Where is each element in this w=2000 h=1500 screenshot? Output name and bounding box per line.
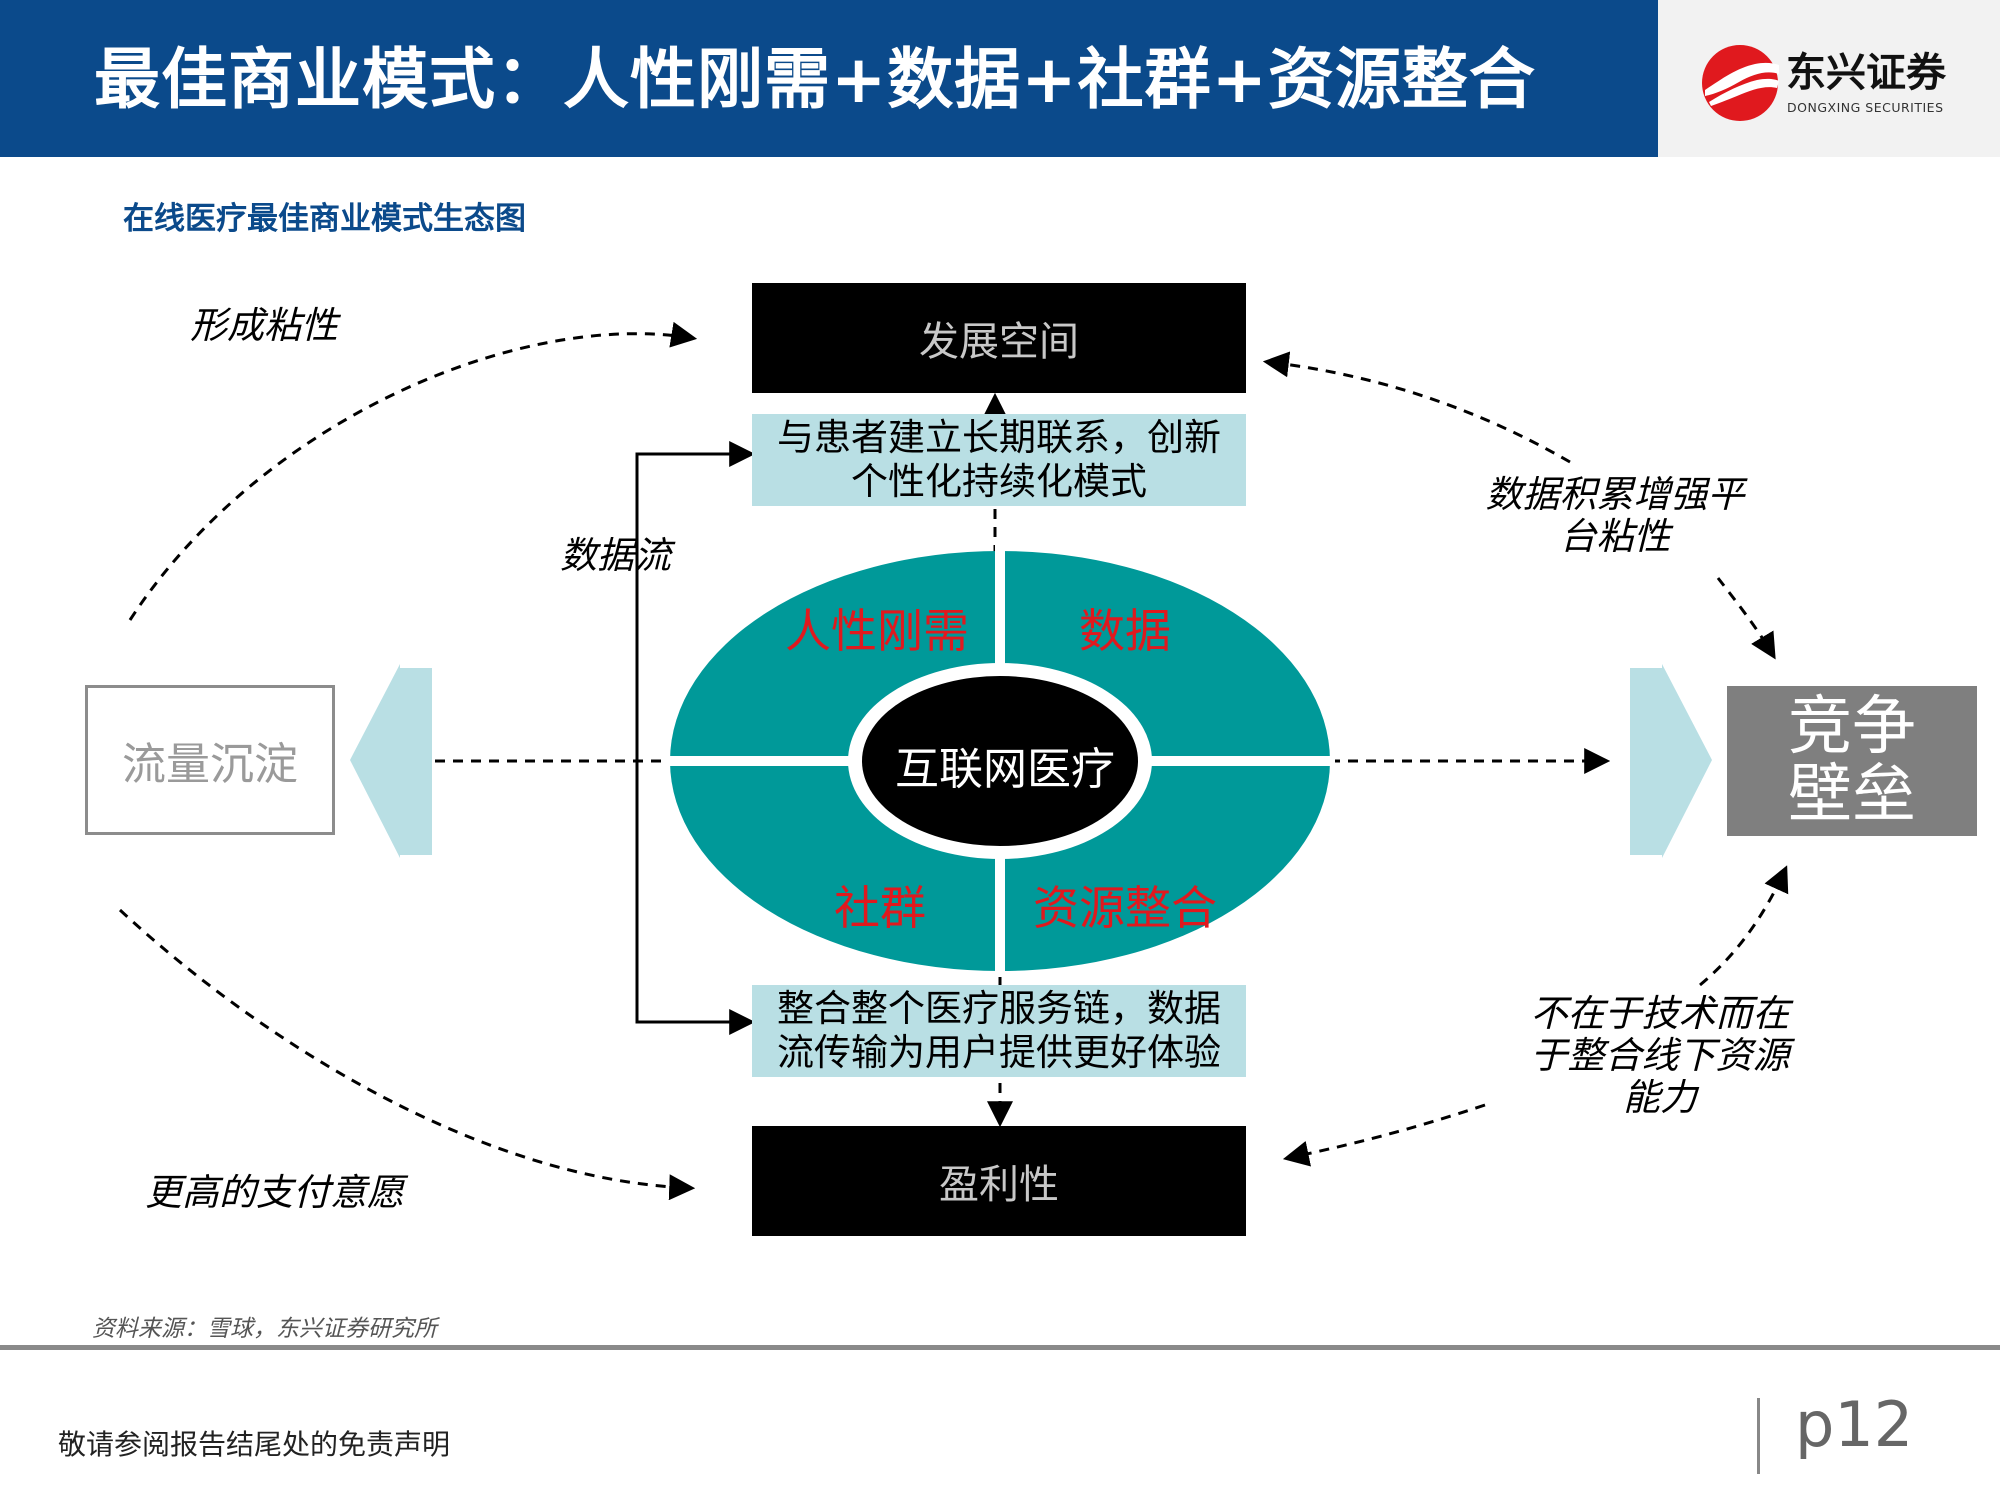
quadrant-resource-integration: 资源整合	[1033, 881, 1217, 935]
source-note: 资料来源：雪球，东兴证券研究所	[92, 1316, 437, 1342]
moat-line-2: 壁垒	[1788, 758, 1916, 832]
top-note-line-2: 个性化持续化模式	[851, 460, 1147, 503]
diagram-subtitle: 在线医疗最佳商业模式生态图	[123, 201, 526, 237]
center-internet-healthcare: 互联网医疗	[895, 744, 1115, 795]
bottom-note-box: 整合整个医疗服务链，数据 流传输为用户提供更好体验	[752, 985, 1246, 1077]
label-offline-integration-line-1: 不在于技术而在	[1530, 992, 1790, 1035]
label-stickiness: 形成粘性	[190, 304, 338, 347]
curve-sticky-arrow	[128, 321, 698, 621]
quadrant-data: 数据	[1079, 604, 1171, 658]
quadrant-human-needs: 人性刚需	[785, 604, 969, 658]
label-data-accumulation-line-1: 数据积累增强平	[1485, 473, 1745, 516]
development-space-box: 发展空间	[752, 283, 1246, 393]
page-title: 最佳商业模式：人性刚需+数据+社群+资源整合	[94, 41, 1536, 118]
page-number: p12	[1795, 1388, 1914, 1461]
disclaimer-text: 敬请参阅报告结尾处的免责声明	[58, 1428, 451, 1461]
data-flow-bracket	[635, 452, 752, 1024]
bottom-note-line-1: 整合整个医疗服务链，数据	[777, 987, 1221, 1030]
label-data-accumulation-line-2: 台粘性	[1559, 515, 1671, 558]
header-bar	[0, 0, 1658, 157]
right-block-arrow	[1630, 664, 1712, 858]
logo-name-cn: 东兴证券	[1786, 50, 1946, 96]
label-willingness-to-pay: 更高的支付意愿	[145, 1171, 404, 1214]
footer-divider	[0, 1345, 2000, 1350]
top-note-box: 与患者建立长期联系，创新 个性化持续化模式	[752, 414, 1246, 506]
label-offline-integration-line-3: 能力	[1623, 1076, 1697, 1119]
curve-space-arrow	[1262, 351, 1571, 464]
logo-name-en: DONGXING SECURITIES	[1787, 100, 1944, 115]
curve-moat-top-arrow	[1716, 577, 1776, 660]
page-number-separator	[1757, 1398, 1760, 1474]
traffic-retention-box: 流量沉淀	[85, 685, 335, 835]
left-block-arrow	[350, 664, 432, 858]
label-offline-integration: 不在于技术而在 于整合线下资源 能力	[1495, 993, 1825, 1123]
label-data-accumulation: 数据积累增强平 台粘性	[1450, 474, 1780, 566]
curve-moat-bottom-arrow	[1699, 865, 1789, 987]
curve-payment-arrow	[118, 908, 696, 1201]
label-offline-integration-line-2: 于整合线下资源	[1530, 1034, 1790, 1077]
profitability-box: 盈利性	[752, 1126, 1246, 1236]
dongxing-logo-icon	[1702, 45, 1779, 121]
bottom-note-line-2: 流传输为用户提供更好体验	[777, 1031, 1221, 1074]
quadrant-community: 社群	[834, 881, 926, 935]
ecosystem-ellipse	[665, 545, 1335, 977]
label-data-flow: 数据流	[560, 534, 671, 577]
competitive-moat-box: 竞争 壁垒	[1727, 686, 1977, 836]
curve-profit-arrow	[1282, 1103, 1486, 1167]
top-note-line-1: 与患者建立长期联系，创新	[777, 416, 1221, 459]
moat-line-1: 竞争	[1788, 690, 1916, 764]
